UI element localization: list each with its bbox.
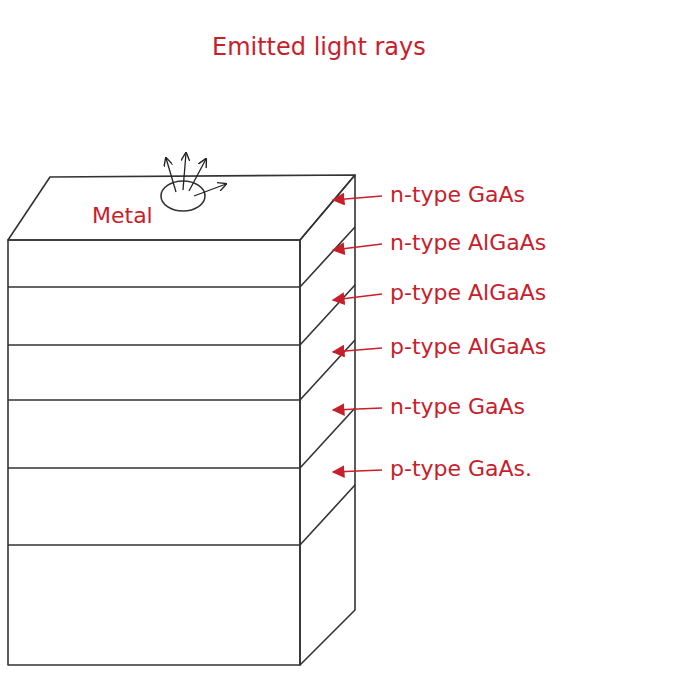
layer-boundary (8, 227, 355, 287)
layer-label: n-type AlGaAs (390, 230, 546, 256)
layer-label: n-type GaAs (390, 394, 525, 420)
light-ray (183, 153, 186, 190)
leader-arrow (333, 408, 382, 410)
light-ray (194, 184, 226, 196)
leader-arrow (333, 470, 382, 472)
layer-label: n-type GaAs (390, 182, 525, 208)
front-face (8, 240, 300, 665)
layer-boundary (8, 408, 355, 468)
layer-boundary (8, 485, 355, 545)
caption-label: Emitted light rays (212, 34, 426, 60)
part-label: Metal (92, 203, 153, 229)
layer-label: p-type AlGaAs (390, 334, 546, 360)
leader-arrow (333, 196, 382, 200)
leader-arrow (333, 244, 382, 250)
layer-label: p-type GaAs. (390, 456, 532, 482)
top-face (8, 175, 355, 240)
layer-boundary (8, 285, 355, 345)
leader-arrow (333, 348, 382, 352)
layer-boundary (8, 340, 355, 400)
light-ray (166, 158, 176, 192)
light-ray (189, 159, 206, 191)
leader-arrow (333, 294, 382, 300)
layer-label: p-type AlGaAs (390, 280, 546, 306)
